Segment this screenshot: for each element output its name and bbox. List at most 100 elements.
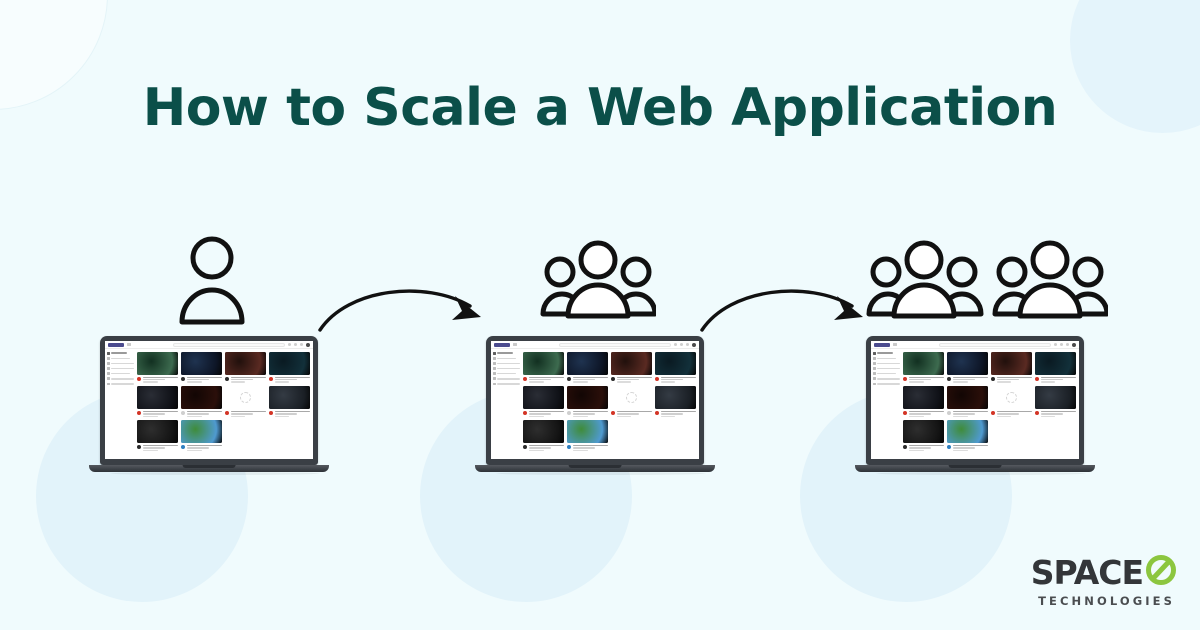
video-thumbnail[interactable]: [947, 352, 989, 376]
channel-avatar[interactable]: [903, 444, 908, 449]
video-thumbnail[interactable]: [137, 420, 179, 444]
video-upload-icon[interactable]: [288, 343, 291, 346]
video-thumbnail[interactable]: [181, 386, 223, 410]
video-card[interactable]: [567, 352, 609, 384]
channel-avatar[interactable]: [269, 410, 274, 415]
video-card[interactable]: [137, 386, 179, 418]
channel-avatar[interactable]: [181, 410, 186, 415]
video-thumbnail[interactable]: [523, 420, 565, 444]
sidebar-item-library[interactable]: [873, 367, 901, 370]
video-thumbnail[interactable]: [181, 420, 223, 444]
video-card[interactable]: [1035, 386, 1076, 418]
youtube-logo[interactable]: [494, 342, 510, 347]
video-card[interactable]: [225, 386, 267, 418]
channel-avatar[interactable]: [523, 376, 528, 381]
sidebar-item-liked-videos[interactable]: [107, 382, 135, 386]
youtube-logo[interactable]: [108, 342, 124, 347]
notifications-icon[interactable]: [1066, 343, 1069, 346]
channel-avatar[interactable]: [991, 410, 996, 415]
notifications-icon[interactable]: [300, 343, 303, 346]
video-card[interactable]: [991, 352, 1033, 384]
channel-avatar[interactable]: [181, 376, 186, 381]
video-card[interactable]: [181, 420, 223, 452]
video-thumbnail[interactable]: [1035, 352, 1076, 376]
sidebar-item-subscriptions[interactable]: [493, 362, 520, 365]
video-card[interactable]: [137, 352, 179, 384]
sidebar-item-history[interactable]: [873, 372, 900, 375]
video-thumbnail[interactable]: [655, 352, 696, 376]
video-thumbnail[interactable]: [567, 386, 609, 410]
video-card[interactable]: [947, 386, 989, 418]
channel-avatar[interactable]: [1035, 376, 1040, 381]
channel-avatar[interactable]: [137, 444, 142, 449]
channel-avatar[interactable]: [903, 410, 908, 415]
video-card[interactable]: [947, 420, 989, 452]
sidebar-item-home[interactable]: [107, 352, 134, 355]
channel-avatar[interactable]: [523, 444, 528, 449]
video-upload-icon[interactable]: [674, 343, 677, 346]
channel-avatar[interactable]: [903, 376, 908, 381]
video-card[interactable]: [137, 420, 179, 452]
video-card[interactable]: [611, 352, 653, 384]
channel-avatar[interactable]: [1035, 410, 1040, 415]
channel-avatar[interactable]: [225, 376, 230, 381]
channel-avatar[interactable]: [947, 376, 952, 381]
channel-avatar[interactable]: [655, 376, 660, 381]
video-thumbnail[interactable]: [1035, 386, 1076, 410]
sidebar-item-watch-later[interactable]: [873, 377, 900, 380]
video-card[interactable]: [269, 386, 310, 418]
channel-avatar[interactable]: [567, 376, 572, 381]
channel-avatar[interactable]: [655, 410, 660, 415]
video-thumbnail[interactable]: [137, 386, 179, 410]
video-thumbnail[interactable]: [225, 386, 267, 410]
video-thumbnail[interactable]: [903, 420, 945, 444]
apps-grid-icon[interactable]: [294, 343, 297, 346]
video-card[interactable]: [611, 386, 653, 418]
avatar[interactable]: [306, 342, 310, 347]
video-card[interactable]: [903, 420, 945, 452]
video-card[interactable]: [567, 420, 609, 452]
video-card[interactable]: [1035, 352, 1076, 384]
hamburger-icon[interactable]: [513, 343, 517, 346]
channel-avatar[interactable]: [181, 444, 186, 449]
video-card[interactable]: [181, 352, 223, 384]
sidebar-item-subscriptions[interactable]: [107, 362, 134, 365]
video-card[interactable]: [903, 352, 945, 384]
video-card[interactable]: [225, 352, 267, 384]
sidebar-item-trending[interactable]: [873, 357, 900, 360]
video-thumbnail[interactable]: [903, 352, 945, 376]
video-card[interactable]: [991, 386, 1033, 418]
channel-avatar[interactable]: [947, 410, 952, 415]
video-thumbnail[interactable]: [567, 420, 609, 444]
sidebar-item-trending[interactable]: [107, 357, 134, 360]
video-card[interactable]: [655, 352, 696, 384]
video-thumbnail[interactable]: [947, 420, 989, 444]
video-upload-icon[interactable]: [1054, 343, 1057, 346]
sidebar-item-watch-later[interactable]: [107, 377, 134, 380]
channel-avatar[interactable]: [137, 410, 142, 415]
apps-grid-icon[interactable]: [680, 343, 683, 346]
channel-avatar[interactable]: [137, 376, 142, 381]
video-thumbnail[interactable]: [225, 352, 267, 376]
channel-avatar[interactable]: [611, 376, 616, 381]
search-input[interactable]: [173, 342, 285, 347]
hamburger-icon[interactable]: [893, 343, 897, 346]
channel-avatar[interactable]: [611, 410, 616, 415]
video-thumbnail[interactable]: [947, 386, 989, 410]
video-card[interactable]: [523, 386, 565, 418]
sidebar-item-history[interactable]: [493, 372, 520, 375]
video-thumbnail[interactable]: [655, 386, 696, 410]
channel-avatar[interactable]: [567, 410, 572, 415]
sidebar-item-watch-later[interactable]: [493, 377, 520, 380]
channel-avatar[interactable]: [523, 410, 528, 415]
avatar[interactable]: [1072, 342, 1076, 347]
video-thumbnail[interactable]: [903, 386, 945, 410]
sidebar-item-history[interactable]: [107, 372, 134, 375]
youtube-logo[interactable]: [874, 342, 890, 347]
video-card[interactable]: [903, 386, 945, 418]
sidebar-item-liked-videos[interactable]: [493, 382, 521, 386]
search-input[interactable]: [939, 342, 1051, 347]
hamburger-icon[interactable]: [127, 343, 131, 346]
avatar[interactable]: [692, 342, 696, 347]
video-card[interactable]: [269, 352, 310, 384]
